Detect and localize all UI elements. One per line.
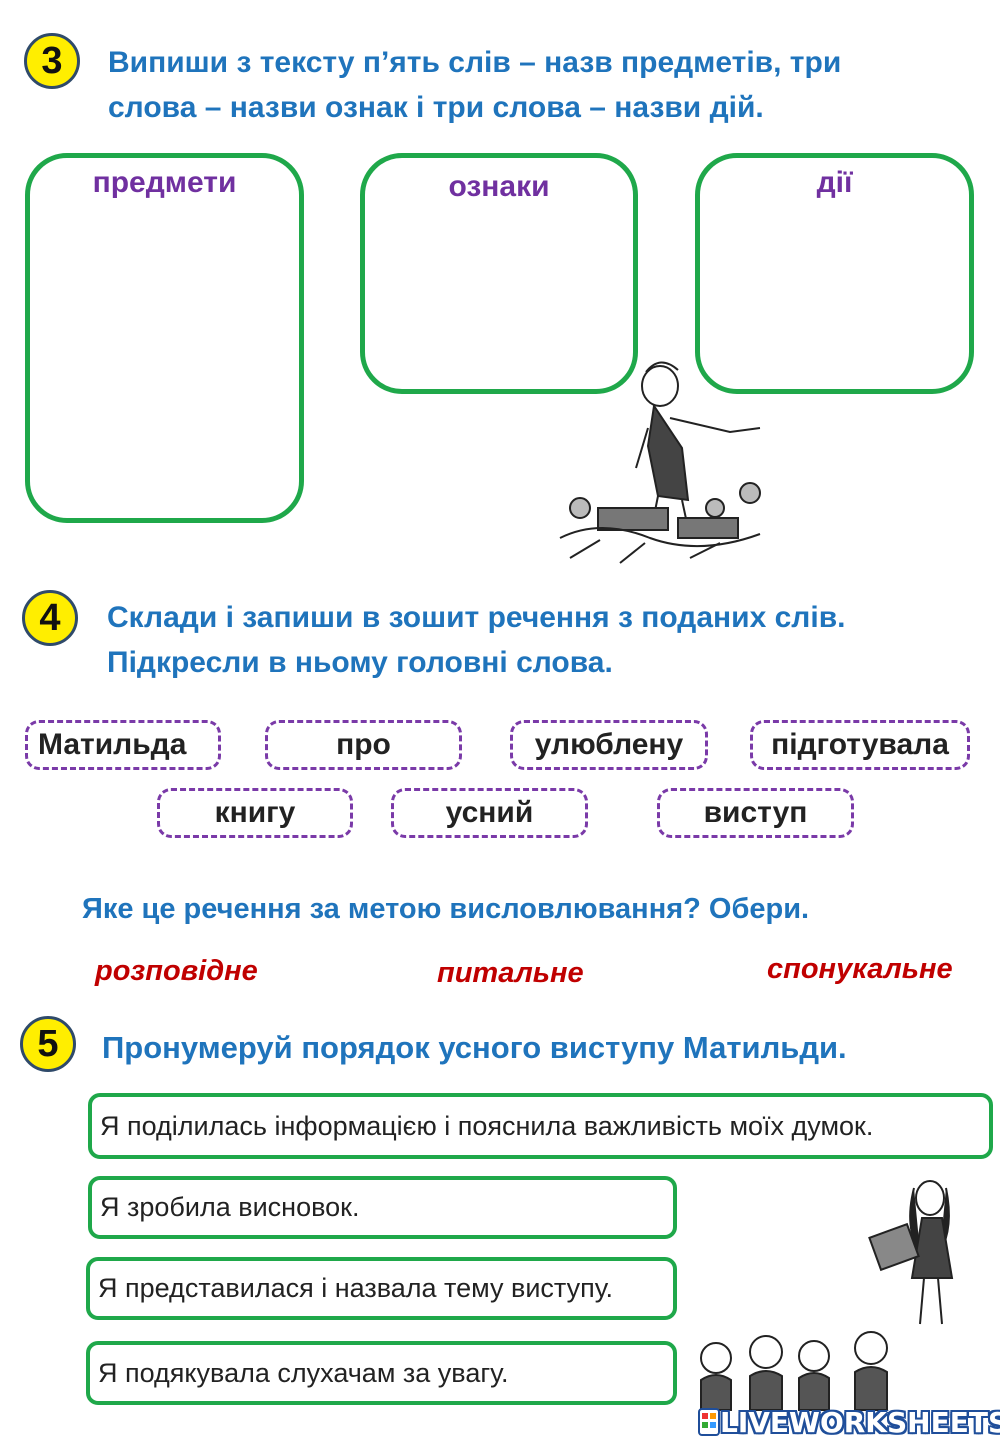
order-item-1-text: Я поділилась інформацією і пояснила важл… xyxy=(100,1110,874,1141)
word-chip-knyhu[interactable]: книгу xyxy=(157,788,353,838)
girl-with-book-illustration xyxy=(868,1180,954,1325)
order-item-1[interactable]: Я поділилась інформацією і пояснила важл… xyxy=(88,1093,993,1159)
task-4-number: 4 xyxy=(39,596,61,639)
task-3-instruction-line-2: слова – назви ознак і три слова – назви … xyxy=(108,91,764,124)
task-3-number: 3 xyxy=(41,39,63,82)
order-item-3[interactable]: Я представилася і назвала тему виступу. xyxy=(86,1257,677,1320)
choice-interrogative[interactable]: питальне xyxy=(437,957,584,989)
task-4-instruction-line-2: Підкресли в ньому головні слова. xyxy=(107,646,613,679)
liveworksheets-logo-text: LIVEWORKSHEETS xyxy=(720,1405,1000,1439)
choice-declarative[interactable]: розповідне xyxy=(95,955,258,987)
order-item-2-text: Я зробила висновок. xyxy=(100,1192,360,1222)
order-item-4-text: Я подякувала слухачам за увагу. xyxy=(98,1357,509,1388)
word-chip-usnyi[interactable]: усний xyxy=(391,788,588,838)
attributes-column-label: ознаки xyxy=(448,170,550,203)
sentence-type-question: Яке це речення за метою висловлювання? О… xyxy=(82,893,810,925)
task-3-number-badge: 3 xyxy=(24,33,80,89)
order-item-4[interactable]: Я подякувала слухачам за увагу. xyxy=(86,1341,677,1405)
task-3-instruction-line-1: Випиши з тексту п’ять слів – назв предме… xyxy=(108,46,842,79)
task-5-instruction: Пронумеруй порядок усного виступу Матиль… xyxy=(102,1030,847,1065)
choice-imperative[interactable]: спонукальне xyxy=(767,953,953,985)
teacher-classroom-illustration xyxy=(559,361,761,564)
word-chip-uliublenu[interactable]: улюблену xyxy=(510,720,708,770)
liveworksheets-logo-mark xyxy=(698,1408,720,1436)
order-item-2[interactable]: Я зробила висновок. xyxy=(88,1176,677,1239)
word-chip-vystup[interactable]: виступ xyxy=(657,788,854,838)
task-4-number-badge: 4 xyxy=(22,590,78,646)
liveworksheets-logo: LIVEWORKSHEETS xyxy=(698,1404,1000,1440)
task-5-number-badge: 5 xyxy=(20,1016,76,1072)
children-audience-illustration xyxy=(700,1331,888,1411)
actions-answer-box[interactable]: дії xyxy=(695,153,974,394)
word-chip-pro[interactable]: про xyxy=(265,720,462,770)
attributes-answer-box[interactable]: ознаки xyxy=(360,153,638,394)
task-4-instruction-line-1: Склади і запиши в зошит речення з подани… xyxy=(107,601,846,634)
objects-answer-box[interactable]: предмети xyxy=(25,153,304,523)
word-chip-pidhotuvala[interactable]: підготувала xyxy=(750,720,970,770)
word-chip-matylda[interactable]: Матильда xyxy=(25,720,221,770)
task-5-number: 5 xyxy=(37,1022,59,1065)
objects-column-label: предмети xyxy=(92,166,237,199)
actions-column-label: дії xyxy=(816,166,853,199)
order-item-3-text: Я представилася і назвала тему виступу. xyxy=(98,1273,614,1303)
